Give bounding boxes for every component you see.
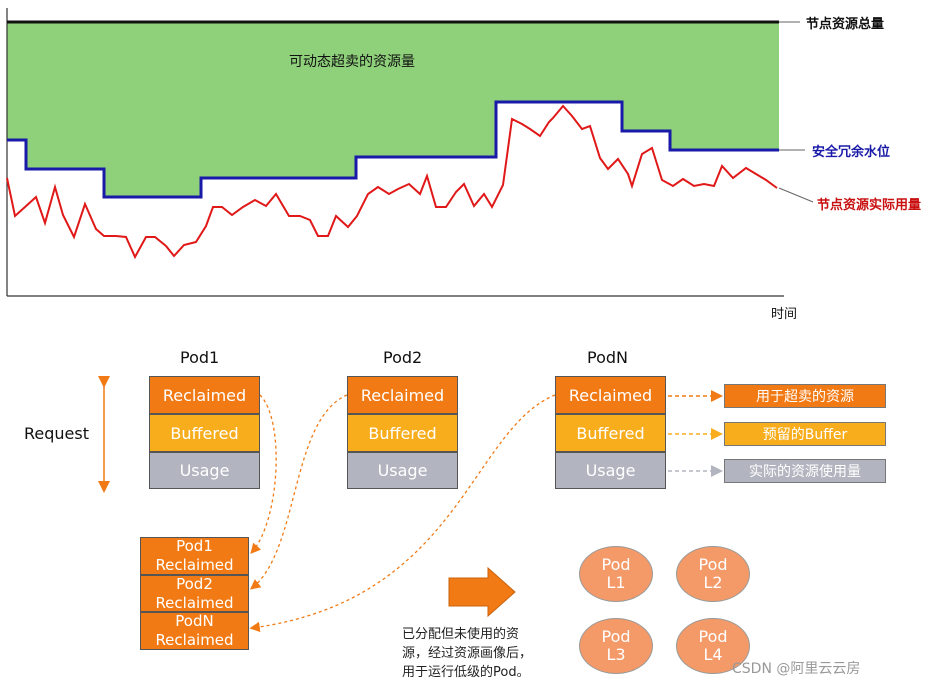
actual-usage-legend: 节点资源实际用量 <box>817 198 922 213</box>
actual-usage-line <box>6 104 778 260</box>
safety-watermark-line <box>7 100 779 199</box>
request-label: Request <box>24 424 89 443</box>
safety-watermark-legend: 安全冗余水位 <box>812 145 891 160</box>
pod1-usage-block: Usage <box>149 452 260 489</box>
pool-podn-line2: Reclaimed <box>155 631 234 649</box>
pod2-usage-block: Usage <box>347 452 458 489</box>
pod2-reclaimed-block: Reclaimed <box>347 376 458 414</box>
pod1-to-pool-curve <box>250 394 277 554</box>
pod2-to-pool-curve <box>249 394 348 590</box>
low-pod-l3: Pod L3 <box>579 618 653 674</box>
legend-reclaimed-box: 用于超卖的资源 <box>724 384 886 408</box>
pool-pod2-line2: Reclaimed <box>155 593 234 612</box>
podn-buffered-block: Buffered <box>555 414 666 452</box>
total-capacity-legend: 节点资源总量 <box>806 17 885 32</box>
pool-pod2-reclaimed: Pod2 Reclaimed <box>140 575 249 612</box>
legend-usage-box: 实际的资源使用量 <box>724 459 886 483</box>
low-pod-l4-line1: Pod <box>698 627 728 646</box>
usage-legend-leader <box>778 187 814 203</box>
csdn-watermark: CSDN @阿里云云房 <box>732 661 861 677</box>
low-pod-l2: Pod L2 <box>676 546 750 602</box>
legend-buffered-box: 预留的Buffer <box>724 422 886 446</box>
low-pod-l1: Pod L1 <box>579 546 653 602</box>
pod1-buffered-block: Buffered <box>149 414 260 452</box>
podn-to-pool-curve <box>249 394 556 633</box>
low-pod-l4-line2: L4 <box>703 645 723 664</box>
pool-pod1-reclaimed: Pod1 Reclaimed <box>140 537 249 575</box>
low-pod-l1-line2: L1 <box>606 573 626 592</box>
big-right-arrow <box>448 566 516 618</box>
pool-podn-reclaimed: PodN Reclaimed <box>140 612 249 650</box>
resource-chart <box>6 8 814 297</box>
low-pod-l3-line2: L3 <box>606 645 626 664</box>
podn-reclaimed-block: Reclaimed <box>555 376 666 414</box>
x-axis-label: 时间 <box>771 307 798 322</box>
pod2-buffered-block: Buffered <box>347 414 458 452</box>
pool-podn-line1: PodN <box>175 612 214 630</box>
podn-usage-block: Usage <box>555 452 666 489</box>
oversell-area-label: 可动态超卖的资源量 <box>289 54 415 70</box>
pod1-title: Pod1 <box>180 348 220 367</box>
pool-pod1-line1: Pod1 <box>176 537 213 555</box>
note-line-2: 源，经过资源画像后， <box>402 646 533 661</box>
oversell-area <box>7 22 779 197</box>
pod2-title: Pod2 <box>383 348 423 367</box>
podn-title: PodN <box>587 348 628 367</box>
pool-pod2-line1: Pod2 <box>176 574 213 593</box>
note-line-3: 用于运行低级的Pod。 <box>402 665 530 680</box>
pod1-reclaimed-block: Reclaimed <box>149 376 260 414</box>
note-line-1: 已分配但未使用的资 <box>402 627 520 642</box>
low-pod-l3-line1: Pod <box>601 627 631 646</box>
low-pod-l2-line1: Pod <box>698 555 728 574</box>
low-pod-l1-line1: Pod <box>601 555 631 574</box>
low-pod-l2-line2: L2 <box>703 573 723 592</box>
pool-pod1-line2: Reclaimed <box>155 556 234 574</box>
low-pod-l4: Pod L4 <box>676 618 750 674</box>
